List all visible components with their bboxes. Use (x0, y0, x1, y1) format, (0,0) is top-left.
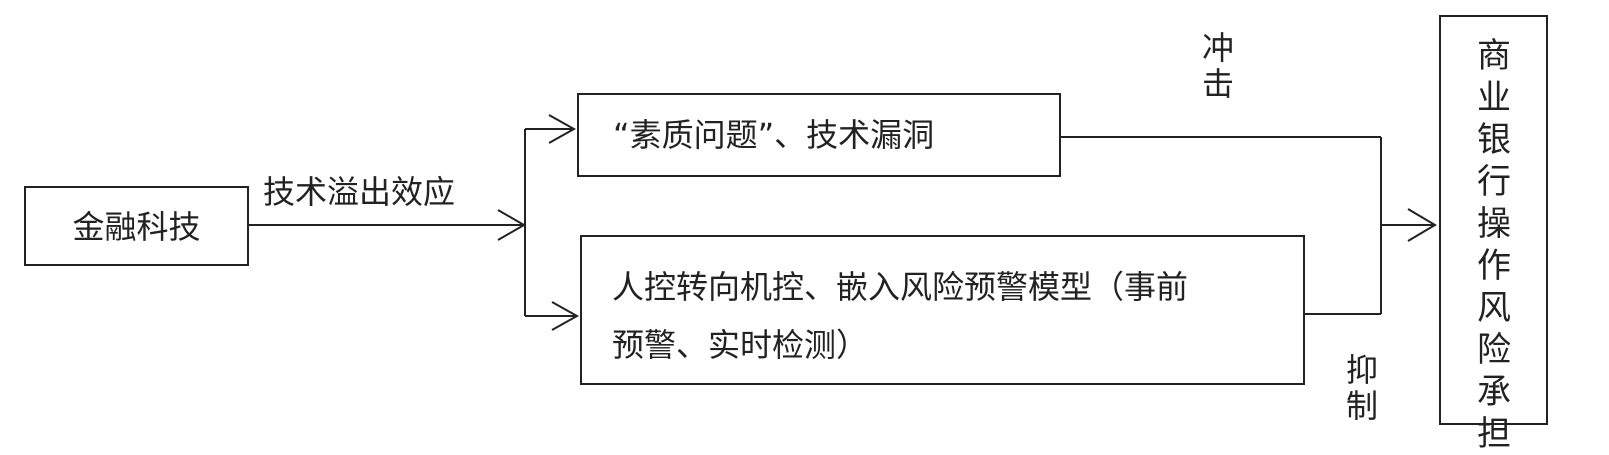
spillover-label: 技术溢出效应 (263, 173, 456, 211)
impact-char: 冲 (1201, 29, 1234, 67)
impact-char: 击 (1201, 65, 1234, 103)
operational-risk-node: 商 业 银 行 操 作 风 险 承 担 (1439, 15, 1548, 454)
target-char: 商 (1477, 36, 1511, 76)
suppress-char: 抑 (1345, 351, 1378, 389)
target-char: 业 (1477, 78, 1511, 118)
control-node: 人控转向机控、嵌入风险预警模型（事前 预警、实时检测） (580, 235, 1305, 385)
fintech-node: 金融科技 (24, 186, 249, 266)
target-char: 担 (1477, 414, 1511, 454)
arrowhead-control (551, 301, 580, 331)
target-char: 风 (1477, 288, 1511, 328)
suppress-char: 制 (1345, 387, 1378, 425)
quality-label: “素质问题”、技术漏洞 (613, 116, 935, 154)
fintech-label: 金融科技 (72, 208, 201, 246)
target-char: 承 (1477, 372, 1511, 412)
target-char: 操 (1477, 204, 1511, 244)
arrowhead-quality (548, 114, 577, 144)
target-char: 作 (1477, 246, 1511, 286)
target-char: 行 (1477, 162, 1511, 202)
target-char: 险 (1477, 330, 1511, 370)
connector-lines (249, 114, 1437, 331)
target-char: 银 (1477, 120, 1511, 160)
operational-risk-label: 商 业 银 行 操 作 风 险 承 担 (1476, 35, 1512, 455)
quality-node: “素质问题”、技术漏洞 (577, 93, 1061, 177)
impact-label: 冲 击 (1200, 30, 1236, 102)
control-label-line1: 人控转向机控、嵌入风险预警模型（事前 (612, 268, 1189, 306)
control-label-line2: 预警、实时检测） (612, 326, 869, 364)
arrowhead-target (1407, 208, 1437, 242)
suppress-label: 抑 制 (1344, 352, 1380, 424)
